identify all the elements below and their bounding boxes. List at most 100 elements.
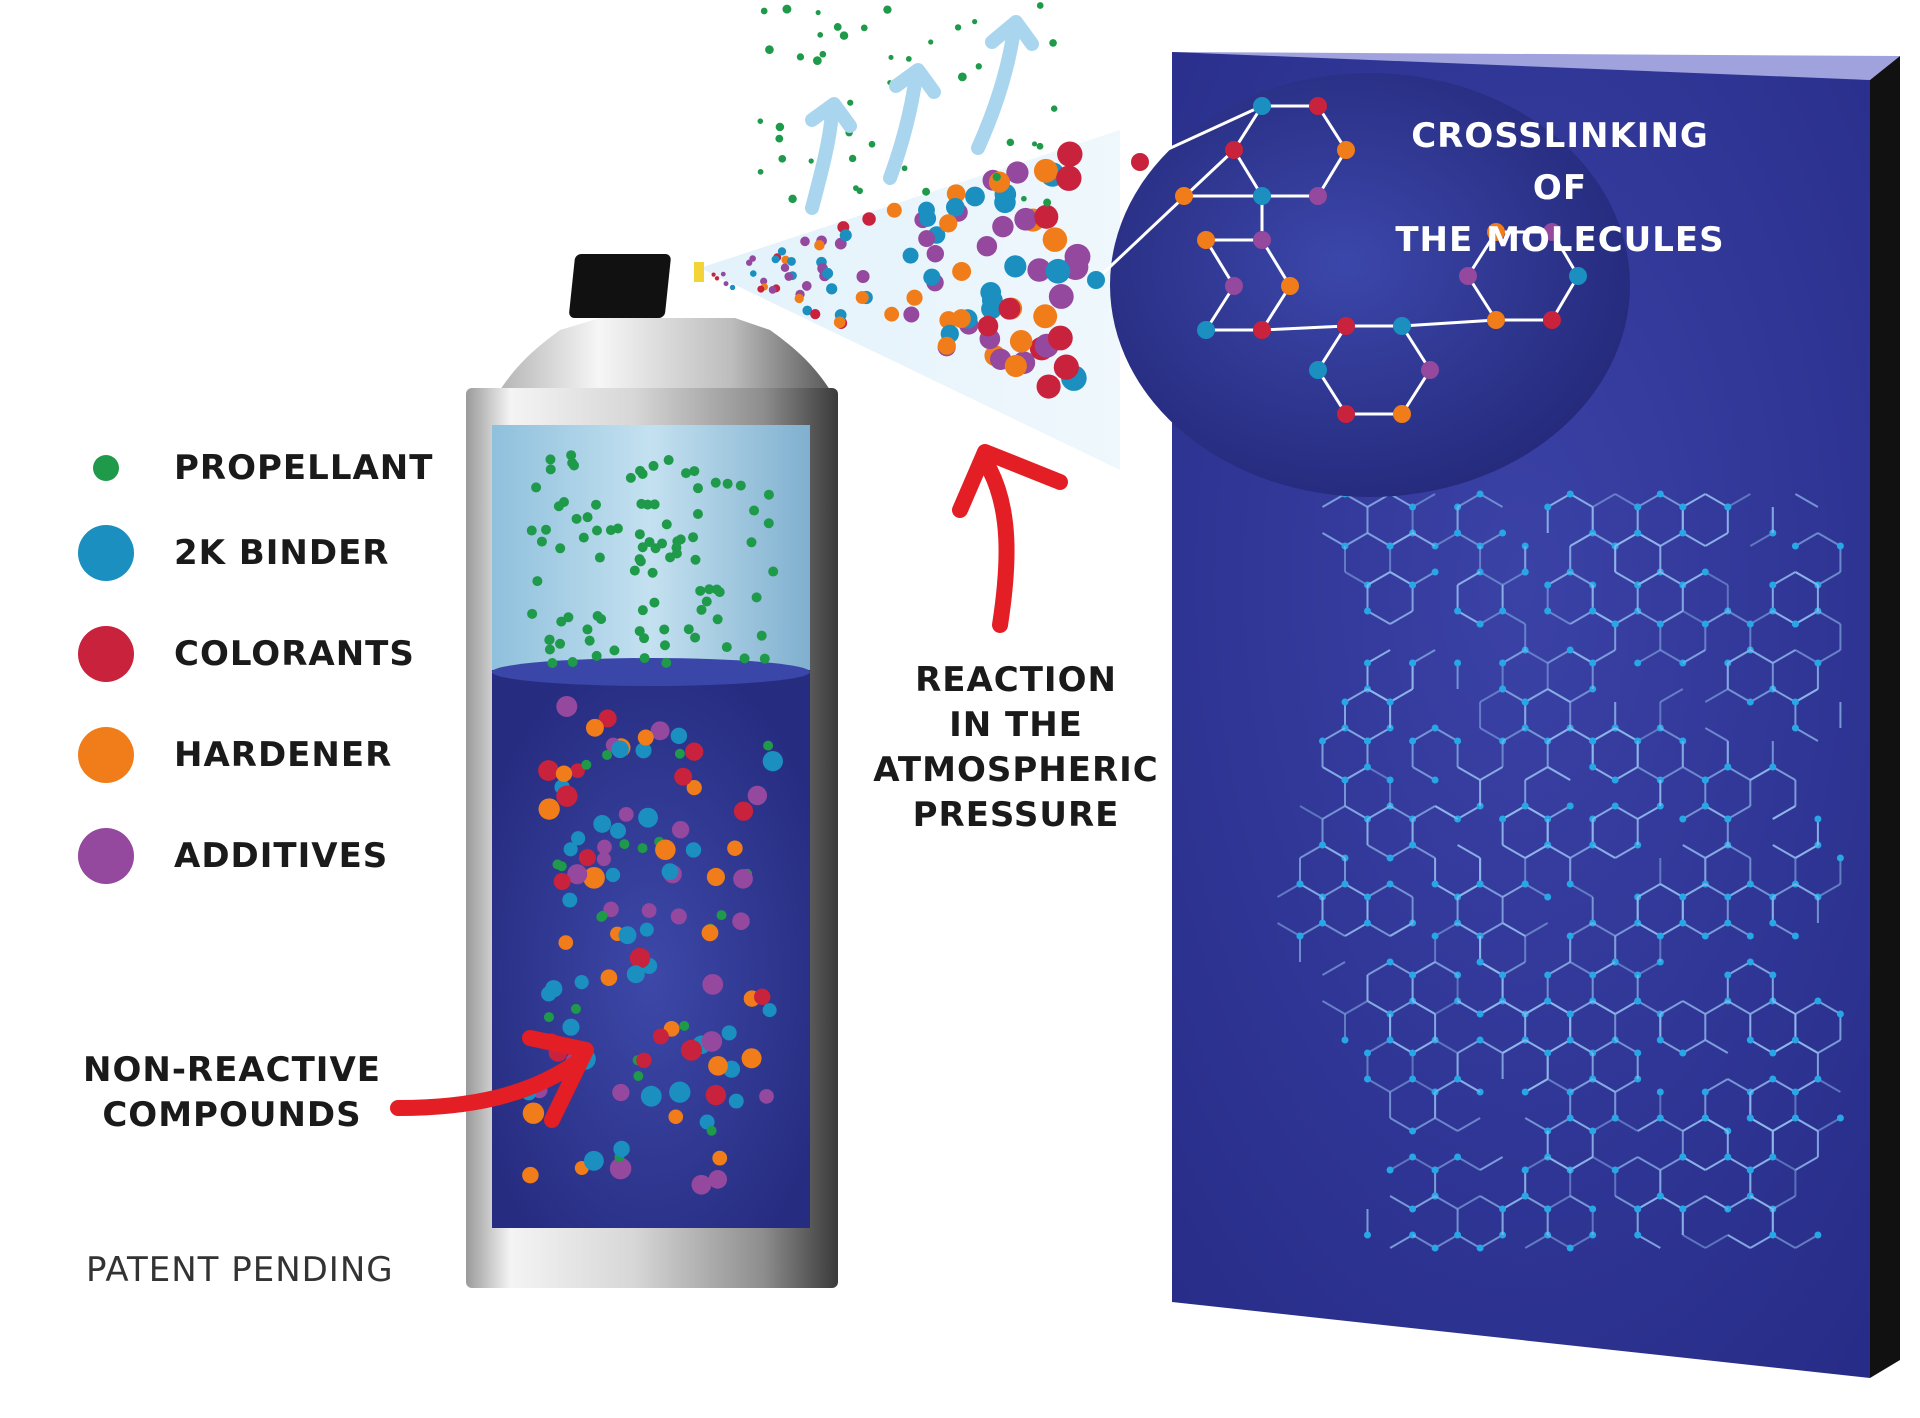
lattice-bond [1502, 805, 1526, 820]
propellant-dot [578, 532, 589, 543]
spray-particle [918, 230, 936, 248]
spray-particle [768, 285, 777, 294]
lattice-bond [1614, 922, 1639, 937]
lattice-bond [1502, 844, 1526, 859]
lattice-bond [1321, 766, 1346, 781]
propellant-dot [692, 508, 703, 519]
mixture-dot [635, 742, 652, 759]
mixture-dot [583, 1150, 604, 1171]
lattice-bond [1367, 844, 1391, 859]
propellant-dot [531, 482, 542, 493]
mixture-dot [728, 1093, 744, 1109]
spray-particle [906, 289, 923, 306]
vapor-dot [819, 50, 827, 58]
mixture-dot [605, 867, 621, 883]
mixture-dot [543, 1012, 554, 1023]
lattice-node [1769, 971, 1777, 979]
lattice-bond [1321, 1000, 1346, 1015]
lattice-node [1769, 581, 1777, 589]
propellant-dot [649, 499, 660, 510]
lattice-bond [1749, 1234, 1774, 1249]
spray-particle [822, 267, 834, 279]
lattice-node [1791, 1036, 1799, 1044]
lattice-node [1589, 1205, 1597, 1213]
spray-particle [1033, 304, 1058, 329]
can-liquid-window [492, 670, 810, 1228]
lattice-bond [1412, 1078, 1436, 1093]
lattice-bond [1704, 1234, 1729, 1249]
lattice-bond [1389, 1234, 1414, 1249]
lattice-node [1431, 1244, 1439, 1252]
spray-particle [746, 259, 753, 266]
mixture-dot [670, 727, 688, 745]
lattice-bond [1367, 922, 1391, 937]
lattice-bond [1547, 1195, 1571, 1210]
lattice-bond [1772, 1000, 1796, 1015]
lattice-bond [1592, 532, 1616, 547]
lattice-bond [1479, 532, 1504, 547]
spray-particle [1053, 354, 1079, 380]
lattice-node [1521, 1088, 1529, 1096]
molecule-atom [1487, 311, 1505, 329]
lattice-bond [1704, 727, 1729, 742]
molecule-atom [1253, 97, 1271, 115]
lattice-node [1521, 802, 1529, 810]
mixture-dot [555, 765, 573, 782]
reaction-label-line1: REACTION [915, 660, 1117, 700]
vapor-dot [928, 39, 934, 45]
lattice-node [1544, 1153, 1552, 1161]
reaction-label-line4: PRESSURE [912, 795, 1120, 835]
lattice-bond [1704, 493, 1729, 508]
lattice-bond [1659, 610, 1684, 625]
spray-particle [977, 315, 999, 337]
lattice-bond [1592, 805, 1616, 820]
molecule-atom [1225, 277, 1243, 295]
molecule-atom [1197, 321, 1215, 339]
lattice-bond [1637, 1195, 1661, 1210]
vapor-arrow-1 [805, 97, 857, 215]
lattice-bond [1321, 961, 1346, 976]
mixture-dot [562, 892, 578, 908]
lattice-bond [1457, 1156, 1481, 1171]
legend-swatch [78, 828, 134, 884]
mixture-dot [545, 980, 563, 998]
lattice-node [1656, 932, 1664, 940]
lattice-bond [1569, 532, 1594, 547]
lattice-node [1521, 880, 1529, 888]
lattice-bond [1794, 727, 1819, 742]
propellant-dot [609, 645, 620, 656]
lattice-bond [1749, 1078, 1774, 1093]
mixture-dot [706, 867, 725, 887]
lattice-node [1364, 893, 1371, 901]
spray-particle [951, 309, 971, 329]
lattice-bond [1772, 1039, 1796, 1054]
lattice-bond [1637, 571, 1661, 586]
lattice-bond [1614, 844, 1639, 859]
lattice-bond [1524, 649, 1549, 664]
lattice-bond [1704, 883, 1729, 898]
lattice-bond [1547, 844, 1571, 859]
lattice-bond [1817, 1039, 1841, 1054]
lattice-node [1769, 1231, 1777, 1239]
molecule-atom [1337, 405, 1355, 423]
lattice-node [1814, 659, 1822, 667]
lattice-node [1566, 880, 1574, 888]
lattice-node [1454, 1231, 1462, 1239]
lattice-node [1769, 1075, 1777, 1083]
lattice-node [1679, 1153, 1687, 1161]
lattice-bond [1682, 805, 1706, 820]
lattice-bond [1794, 883, 1819, 898]
vapor-dot [1050, 105, 1058, 112]
lattice-node [1611, 802, 1619, 810]
lattice-bond [1794, 1039, 1819, 1054]
lattice-node [1701, 1114, 1709, 1122]
mixture-dot [596, 852, 611, 867]
lattice-node [1431, 1166, 1439, 1174]
mixture-dot [600, 969, 618, 986]
mixture-dot [618, 926, 637, 945]
molecule-atom [1393, 405, 1411, 423]
mixture-dot [638, 807, 658, 828]
lattice-bond [1367, 1078, 1391, 1093]
lattice-bond [1592, 844, 1616, 859]
mixture-dot [581, 759, 592, 770]
